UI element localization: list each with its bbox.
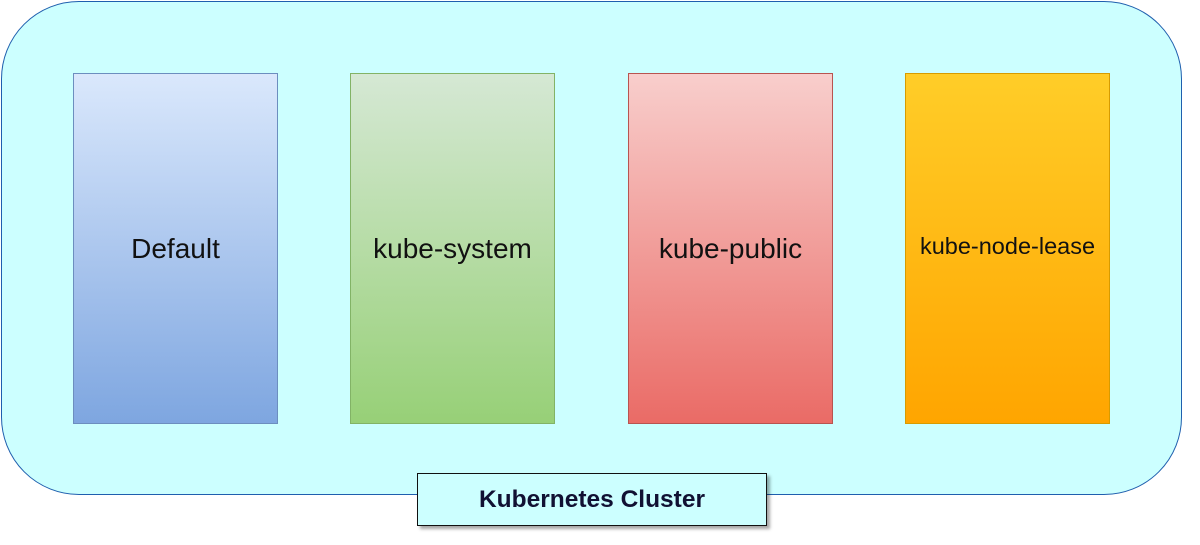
namespace-default-box: Default <box>73 73 278 424</box>
namespace-kube-system-label: kube-system <box>373 232 532 264</box>
cluster-title-text: Kubernetes Cluster <box>478 485 705 513</box>
namespace-kube-node-lease-label: kube-node-lease <box>919 233 1096 259</box>
namespace-kube-node-lease-box: kube-node-lease <box>905 73 1110 424</box>
namespace-default-label: Default <box>131 232 220 264</box>
namespace-kube-public-box: kube-public <box>628 73 833 424</box>
namespace-kube-public-label: kube-public <box>658 232 803 264</box>
namespace-kube-system-box: kube-system <box>350 73 555 424</box>
cluster-title-label: Kubernetes Cluster <box>417 473 767 526</box>
